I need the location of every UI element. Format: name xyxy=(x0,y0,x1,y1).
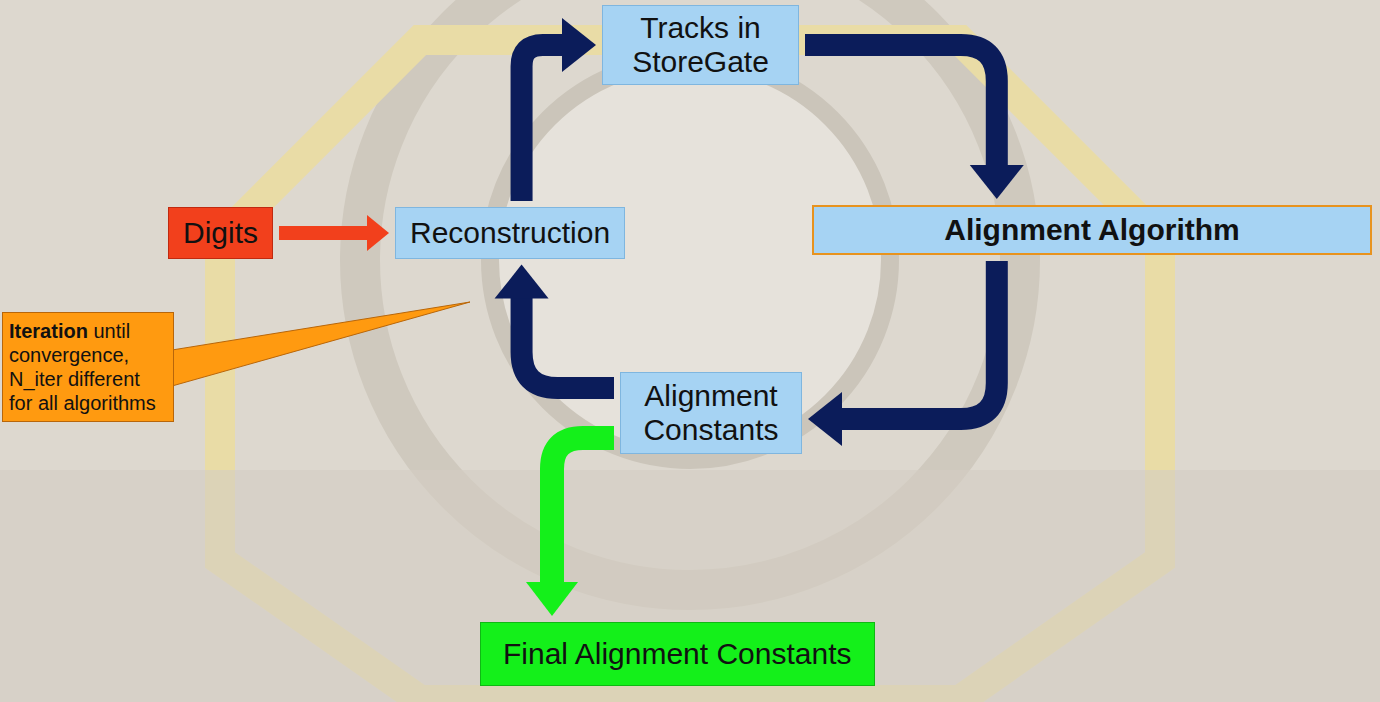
arrow-shaft xyxy=(552,438,614,584)
arrow-head xyxy=(367,215,389,251)
result-box: Alignment Constants xyxy=(620,372,802,454)
storage-box: Tracks in StoreGate xyxy=(602,5,799,85)
flow-arrow xyxy=(526,438,614,616)
arrow-head xyxy=(495,265,549,299)
flow-arrow xyxy=(522,18,596,201)
process-box: Reconstruction xyxy=(395,207,625,259)
output-box: Final Alignment Constants xyxy=(480,622,875,686)
arrow-head xyxy=(526,582,578,616)
node-label: Alignment Algorithm xyxy=(944,213,1240,247)
detector-ring xyxy=(490,60,890,460)
algorithm-box: Alignment Algorithm xyxy=(812,205,1372,255)
node-label: Tracks in StoreGate xyxy=(603,11,798,78)
arrow-head xyxy=(562,18,596,72)
node-label: Reconstruction xyxy=(410,216,610,250)
arrow-head xyxy=(808,392,842,446)
flow-arrow xyxy=(495,265,614,388)
node-label: Alignment Constants xyxy=(621,379,801,446)
input-box: Digits xyxy=(168,207,273,259)
note-text: Iteration xyxy=(9,320,88,342)
flow-arrow xyxy=(279,215,389,251)
callout-leader xyxy=(172,302,470,386)
flow-arrow xyxy=(805,45,1024,199)
arrow-shaft xyxy=(840,261,997,419)
arrow-head xyxy=(970,165,1024,199)
callout-note: Iteration until convergence, N_iter diff… xyxy=(2,312,174,422)
floor-shade xyxy=(0,470,1380,702)
arrow-shaft xyxy=(522,45,564,201)
flow-arrow xyxy=(808,261,997,446)
arrow-shaft xyxy=(522,297,614,388)
node-label: Digits xyxy=(183,216,258,250)
arrow-shaft xyxy=(279,226,369,240)
arrow-shaft xyxy=(805,45,997,167)
node-label: Final Alignment Constants xyxy=(503,637,852,671)
